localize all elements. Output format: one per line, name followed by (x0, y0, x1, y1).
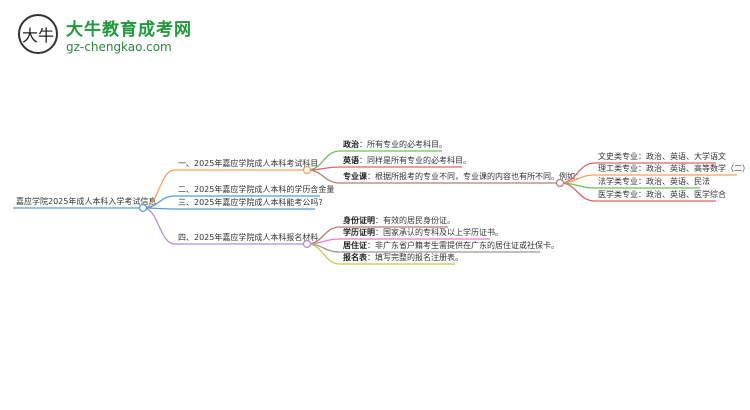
major-node: 法学类专业：政治、英语、民法 (598, 176, 710, 186)
major-node: 医学类专业：政治、英语、医学综合 (598, 189, 726, 199)
branch-node: 二、2025年嘉应学院成人本科的学历含金量 (178, 184, 334, 194)
root-collapse-icon (138, 203, 148, 213)
subject-connector (306, 169, 341, 184)
subject-node: 政治：所有专业的必考科目。 (343, 139, 447, 149)
logo-name: 大牛教育成考网 (66, 19, 192, 40)
branch-collapse-icon (302, 165, 312, 175)
branch-collapse-icon (302, 239, 312, 249)
material-node: 居住证：非广东省户籍考生需提供在广东的居住证或社保卡。 (343, 240, 559, 250)
subject-collapse-icon (555, 178, 565, 188)
branch-node: 一、2025年嘉应学院成人本科考试科目 (178, 158, 318, 168)
branch-node: 三、2025年嘉应学院成人本科能考公吗? (178, 197, 323, 207)
material-node: 身份证明：有效的居民身份证。 (343, 215, 455, 225)
logo-url: gz-chengkao.com (66, 39, 172, 54)
logo: 大牛 大牛教育成考网 gz-chengkao.com (18, 14, 192, 54)
material-node: 学历证明：国家承认的专科及以上学历证书。 (343, 227, 503, 237)
material-node: 报名表：填写完整的报名注册表。 (343, 252, 463, 262)
major-node: 理工类专业：政治、英语、高等数学（二） (598, 163, 750, 173)
subject-node: 英语：同样是所有专业的必考科目。 (342, 155, 471, 165)
logo-mark: 大牛 (18, 14, 58, 54)
major-node: 文史类专业：政治、英语、大学语文 (598, 151, 726, 161)
branch-connector (142, 207, 176, 245)
branch-node: 四、2025年嘉应学院成人本科报名材料 (178, 232, 318, 242)
material-connector (306, 243, 341, 265)
root-node: 嘉应学院2025年成人本科入学考试信息 (16, 196, 156, 206)
subject-node: 专业课：根据所报考的专业不同，专业课的内容也有所不同。例如： (343, 171, 583, 181)
